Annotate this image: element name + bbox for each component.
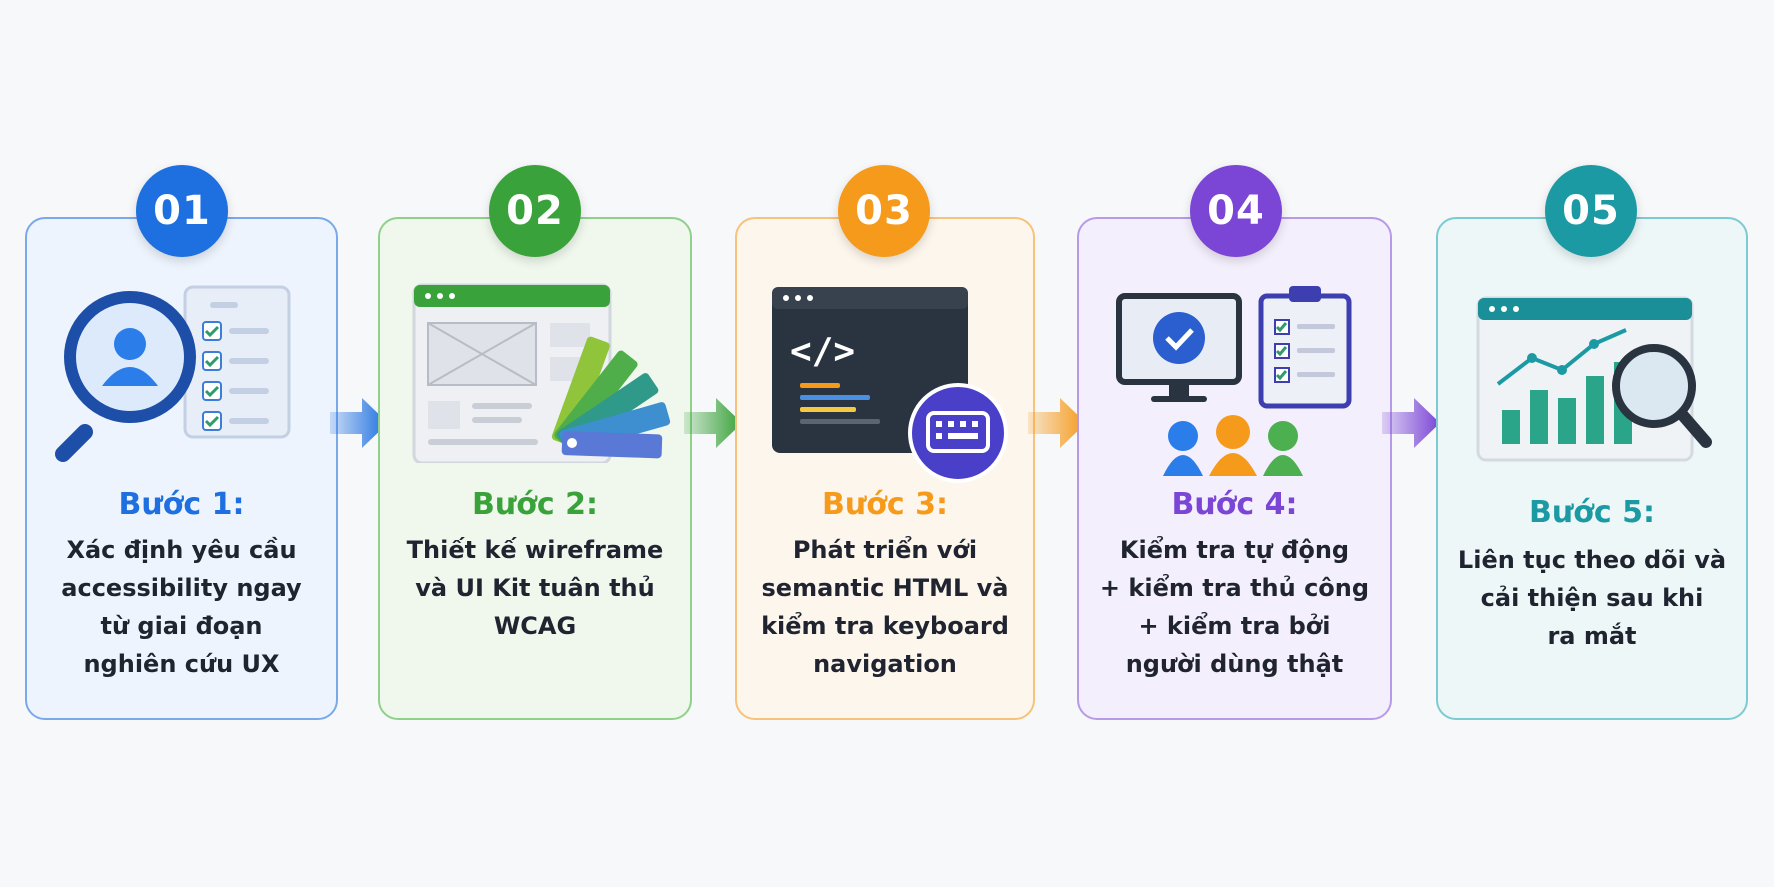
step-title-3: Bước 3: <box>822 487 948 522</box>
analytics-dashboard-magnifier-icon <box>1476 296 1712 462</box>
step-badge-5: 05 <box>1545 165 1637 257</box>
step-desc-5: Liên tục theo dõi và cải thiện sau khi r… <box>1457 546 1727 650</box>
step-title-4: Bước 4: <box>1171 487 1298 522</box>
step-title-1: Bước 1: <box>118 487 245 522</box>
step-title-5: Bước 5: <box>1529 495 1655 530</box>
step-title-2: Bước 2: <box>472 487 598 522</box>
step-badge-4: 04 <box>1190 165 1282 257</box>
code-editor-keyboard-icon: </> <box>772 287 1008 483</box>
step-badge-2: 02 <box>489 165 581 257</box>
right-arrow-icon <box>330 398 388 448</box>
magnifier-user-checklist-icon <box>55 285 291 462</box>
monitor-clipboard-users-icon <box>1116 286 1352 476</box>
svg-text:</>: </> <box>790 331 855 372</box>
step-desc-3: Phát triển với semantic HTML và kiểm tra… <box>761 536 1009 678</box>
step-desc-4: Kiểm tra tự động + kiểm tra thủ công + k… <box>1099 536 1370 678</box>
right-arrow-icon <box>1382 398 1440 448</box>
step-badge-1: 01 <box>136 165 228 257</box>
right-arrow-icon <box>684 398 742 448</box>
step-desc-1: Xác định yêu cầu accessibility ngay từ g… <box>61 536 302 678</box>
wireframe-color-swatch-icon <box>412 283 671 463</box>
right-arrow-icon <box>1028 398 1086 448</box>
step-badge-3: 03 <box>838 165 930 257</box>
step-desc-2: Thiết kế wireframe và UI Kit tuân thủ WC… <box>406 536 664 640</box>
